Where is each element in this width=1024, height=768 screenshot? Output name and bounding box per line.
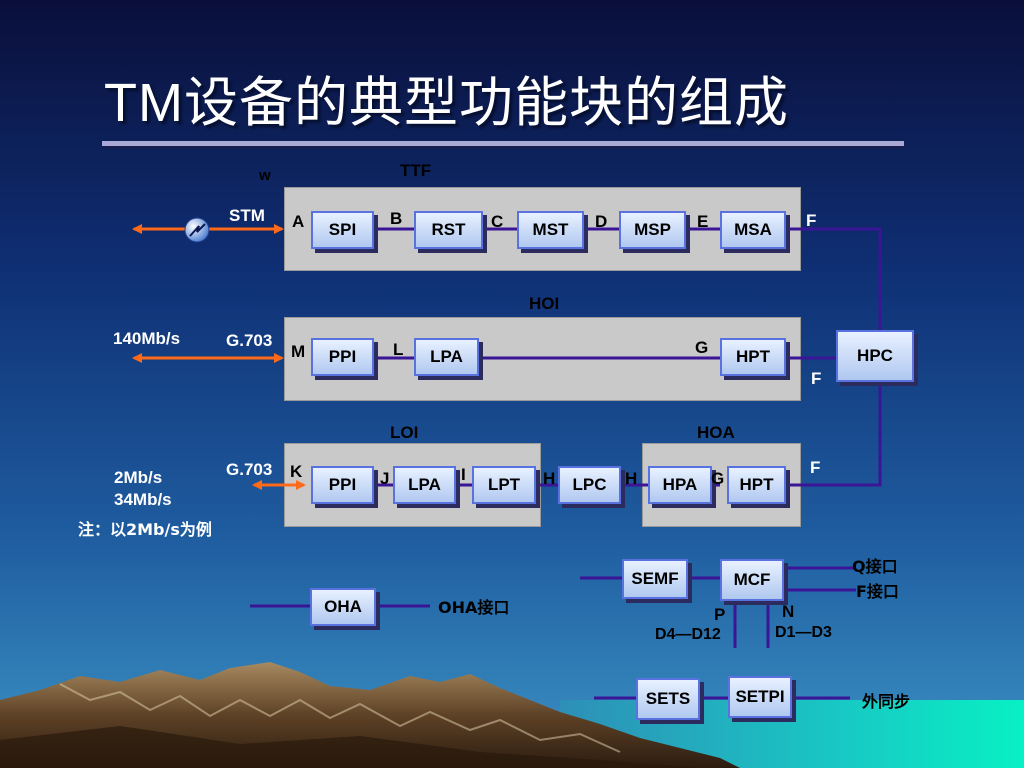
- lpc-block[interactable]: LPC: [558, 466, 621, 504]
- ref-point-j: J: [380, 469, 390, 488]
- ref-point-e: E: [697, 212, 709, 231]
- ref-point-h-loi: H: [543, 469, 556, 488]
- mst-block[interactable]: MST: [517, 211, 584, 249]
- label-loi: LOI: [390, 423, 419, 442]
- hpa-block[interactable]: HPA: [648, 466, 712, 504]
- title-rule: [102, 141, 904, 146]
- ppi-block-loi[interactable]: PPI: [311, 466, 374, 504]
- optical-fiber-icon: [184, 217, 210, 243]
- ppi-block-hoi[interactable]: PPI: [311, 338, 374, 376]
- ref-point-f-hoa: F: [810, 458, 821, 477]
- ref-point-m: M: [291, 342, 306, 361]
- ref-point-g-hoi: G: [695, 338, 709, 357]
- label-stm: STM: [229, 206, 265, 225]
- label-w: w: [259, 167, 271, 184]
- ref-point-g-hoa: G: [711, 469, 725, 488]
- label-2mbps: 2Mb/s: [114, 468, 163, 487]
- ref-point-f-hoi: F: [811, 369, 822, 388]
- label-g703-loi: G.703: [226, 460, 273, 479]
- label-140mbps: 140Mb/s: [113, 329, 181, 348]
- lpa-block-hoi[interactable]: LPA: [414, 338, 479, 376]
- ref-point-i: I: [461, 465, 466, 484]
- label-n: N: [782, 602, 795, 621]
- label-p: P: [714, 605, 726, 624]
- mcf-block[interactable]: MCF: [720, 559, 784, 601]
- label-oha-interface: OHA接口: [438, 598, 510, 617]
- label-d4-d12: D4—D12: [655, 626, 721, 643]
- label-hoa: HOA: [697, 423, 735, 442]
- label-f-interface: F接口: [856, 582, 899, 601]
- label-34mbps: 34Mb/s: [114, 490, 172, 509]
- label-g703-hoi: G.703: [226, 331, 273, 350]
- ref-point-h-hoa: H: [625, 469, 638, 488]
- rst-block[interactable]: RST: [414, 211, 483, 249]
- hpc-block[interactable]: HPC: [836, 330, 914, 382]
- semf-block[interactable]: SEMF: [622, 559, 688, 599]
- ref-point-b: B: [390, 209, 403, 228]
- spi-block[interactable]: SPI: [311, 211, 374, 249]
- sets-block[interactable]: SETS: [636, 678, 700, 720]
- ref-point-l: L: [393, 340, 404, 359]
- ref-point-a: A: [292, 212, 305, 231]
- ref-point-d: D: [595, 212, 608, 231]
- title-prefix: TM: [104, 73, 184, 133]
- lpt-block[interactable]: LPT: [472, 466, 536, 504]
- label-ttf: TTF: [400, 161, 432, 180]
- label-q-interface: Q接口: [852, 557, 898, 576]
- setpi-block[interactable]: SETPI: [728, 676, 792, 718]
- ref-point-c: C: [491, 212, 504, 231]
- hpt-block-hoi[interactable]: HPT: [720, 338, 786, 376]
- title-rest: 设备的典型功能块的组成: [183, 73, 789, 133]
- note-text: 注：以2Mb/s为例: [78, 520, 212, 539]
- msa-block[interactable]: MSA: [720, 211, 786, 249]
- label-d1-d3: D1—D3: [775, 624, 832, 641]
- msp-block[interactable]: MSP: [619, 211, 686, 249]
- ref-point-f-ttf: F: [806, 211, 817, 230]
- label-hoi: HOI: [529, 294, 560, 313]
- label-external-sync: 外同步: [862, 692, 911, 711]
- oha-block[interactable]: OHA: [310, 588, 376, 626]
- hpt-block-hoa[interactable]: HPT: [727, 466, 786, 504]
- lpa-block-loi[interactable]: LPA: [393, 466, 456, 504]
- ref-point-k: K: [290, 462, 303, 481]
- slide-title: TM设备的典型功能块的组成: [104, 58, 789, 137]
